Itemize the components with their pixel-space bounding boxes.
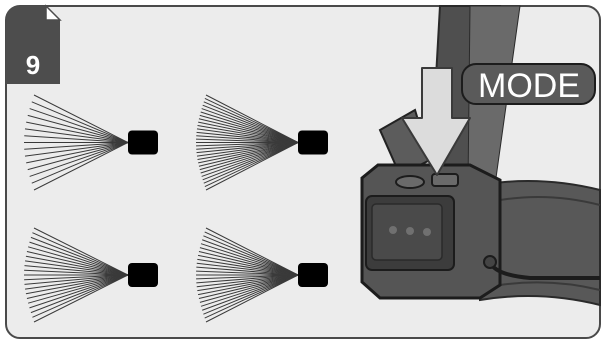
press-arrow-icon xyxy=(401,67,471,176)
light-beam-icon xyxy=(24,227,158,323)
light-beam-modes xyxy=(24,94,328,323)
led-dot-1 xyxy=(389,226,397,234)
light-beam-icon xyxy=(196,94,328,191)
step-badge: 9 xyxy=(6,4,62,84)
mode-callout: MODE xyxy=(461,63,596,105)
mode-label: MODE xyxy=(478,67,580,105)
led-block xyxy=(298,130,328,155)
led-block xyxy=(298,263,328,287)
mode-button xyxy=(431,173,459,187)
light-beam-icon xyxy=(196,227,328,323)
step-number: 9 xyxy=(26,50,40,80)
power-button xyxy=(395,175,425,189)
led-block xyxy=(128,263,158,287)
led-dot-3 xyxy=(423,228,431,236)
led-block xyxy=(128,130,158,155)
led-dot-2 xyxy=(406,227,414,235)
light-beam-icon xyxy=(24,94,158,191)
